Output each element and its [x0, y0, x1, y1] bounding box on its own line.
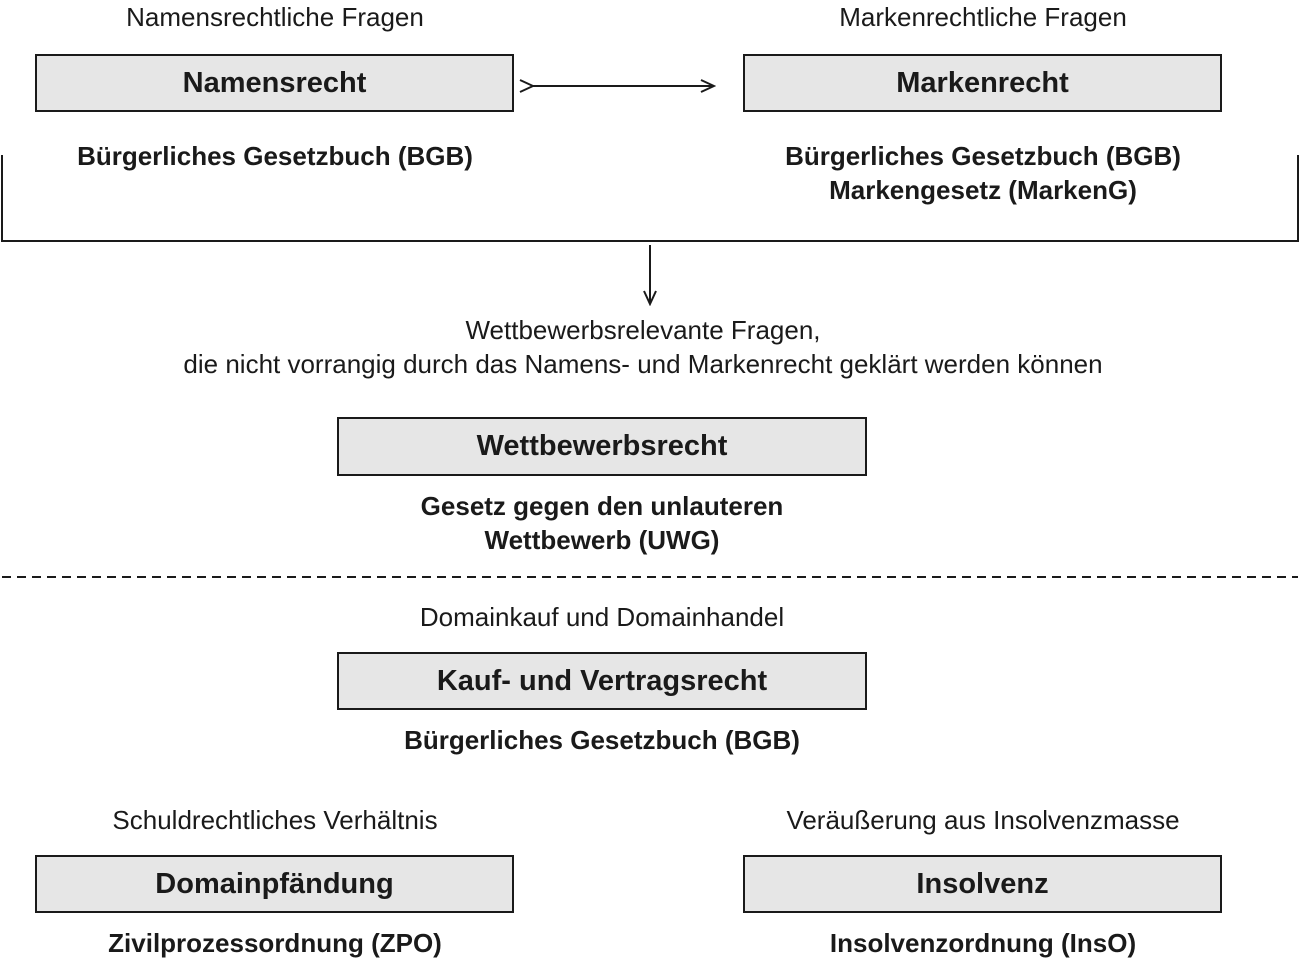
law-line: Wettbewerb (UWG): [484, 525, 720, 555]
box-namensrecht: Namensrecht: [35, 54, 514, 112]
box-kauf-und-vertragsrecht: Kauf- und Vertragsrecht: [337, 652, 867, 710]
law-markenrecht: Bürgerliches Gesetzbuch (BGB) Markengese…: [744, 139, 1222, 207]
law-line: Insolvenzordnung (InsO): [829, 928, 1137, 958]
caption-line: Wettbewerbsrelevante Fragen,: [465, 315, 821, 345]
law-line: Bürgerliches Gesetzbuch (BGB): [785, 141, 1181, 171]
law-domainpfaendung: Zivilprozessordnung (ZPO): [36, 926, 514, 960]
caption-veraeusserung: Veräußerung aus Insolvenzmasse: [786, 805, 1180, 835]
law-line: Bürgerliches Gesetzbuch (BGB): [404, 725, 800, 755]
caption-wettbewerbsrelevante-fragen: Wettbewerbsrelevante Fragen, die nicht v…: [0, 313, 1286, 381]
box-markenrecht: Markenrecht: [743, 54, 1222, 112]
law-insolvenz: Insolvenzordnung (InsO): [744, 926, 1222, 960]
law-kauf-und-vertragsrecht: Bürgerliches Gesetzbuch (BGB): [337, 723, 867, 757]
caption-schuldrechtliches-verhaeltnis: Schuldrechtliches Verhältnis: [112, 805, 438, 835]
box-domainpfaendung: Domainpfändung: [35, 855, 514, 913]
caption-namensrechtliche-fragen: Namensrechtliche Fragen: [126, 2, 424, 32]
law-line: Bürgerliches Gesetzbuch (BGB): [77, 141, 473, 171]
caption-line: die nicht vorrangig durch das Namens- un…: [183, 349, 1103, 379]
law-line: Gesetz gegen den unlauteren: [420, 491, 784, 521]
caption-domainkauf: Domainkauf und Domainhandel: [419, 602, 785, 632]
law-namensrecht: Bürgerliches Gesetzbuch (BGB): [36, 139, 514, 173]
box-insolvenz: Insolvenz: [743, 855, 1222, 913]
law-wettbewerbsrecht: Gesetz gegen den unlauteren Wettbewerb (…: [337, 489, 867, 557]
box-wettbewerbsrecht: Wettbewerbsrecht: [337, 417, 867, 476]
law-line: Zivilprozessordnung (ZPO): [108, 928, 442, 958]
law-line: Markengesetz (MarkenG): [829, 175, 1137, 205]
caption-markenrechtliche-fragen: Markenrechtliche Fragen: [839, 2, 1127, 32]
